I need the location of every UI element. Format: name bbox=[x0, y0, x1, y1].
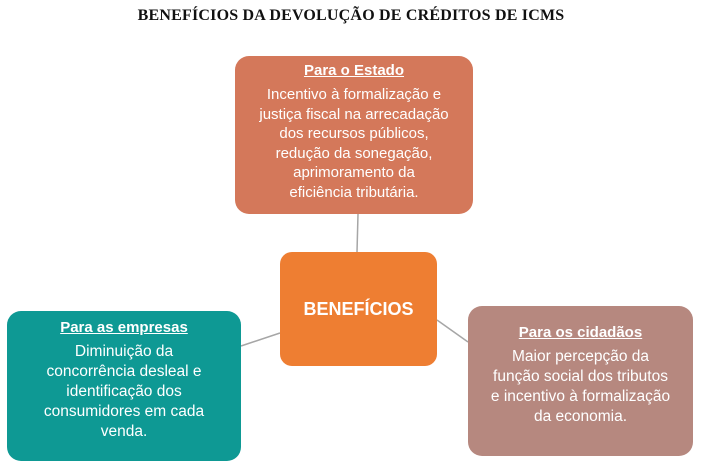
diagram-title: BENEFÍCIOS DA DEVOLUÇÃO DE CRÉDITOS DE I… bbox=[137, 7, 565, 24]
node-cidadaos-line: e incentivo à formalização bbox=[490, 388, 671, 405]
node-cidadaos-line: Maior percepção da bbox=[512, 348, 649, 365]
node-estado-line: dos recursos públicos, bbox=[279, 125, 429, 142]
node-empresas-line: concorrência desleal e bbox=[46, 363, 202, 380]
node-empresas-text: Diminuição da concorrência desleal e ide… bbox=[17, 342, 231, 442]
node-empresas-line: venda. bbox=[100, 423, 148, 440]
node-cidadaos-line: da economia. bbox=[533, 408, 628, 425]
node-estado-text: Incentivo à formalização e justiça fisca… bbox=[245, 85, 463, 202]
connector-center-estado bbox=[356, 213, 359, 253]
node-estado-heading: Para o Estado bbox=[303, 62, 405, 79]
node-estado-line: justiça fiscal na arrecadação bbox=[259, 105, 449, 123]
node-cidadaos-line: função social dos tributos bbox=[493, 368, 668, 385]
node-estado-line: redução da sonegação, bbox=[275, 144, 433, 162]
node-center: BENEFÍCIOS bbox=[280, 252, 437, 366]
node-center-label: BENEFÍCIOS bbox=[303, 298, 414, 319]
node-empresas-line: identificação dos bbox=[66, 383, 182, 400]
node-estado-line: eficiência tributária. bbox=[289, 183, 419, 201]
node-empresas-heading: Para as empresas bbox=[60, 319, 188, 336]
connector-center-empresas bbox=[240, 332, 281, 347]
node-cidadaos: Para os cidadãos Maior percepção da funç… bbox=[468, 306, 693, 456]
node-empresas-line: consumidores em cada bbox=[43, 403, 205, 420]
node-empresas-line: Diminuição da bbox=[74, 343, 174, 360]
node-estado: Para o Estado Incentivo à formalização e… bbox=[235, 56, 473, 214]
connector-center-cidadaos bbox=[436, 319, 469, 343]
node-cidadaos-text: Maior percepção da função social dos tri… bbox=[478, 347, 683, 427]
node-estado-line: Incentivo à formalização e bbox=[266, 86, 442, 103]
node-empresas: Para as empresas Diminuição da concorrên… bbox=[7, 311, 241, 461]
node-estado-line: aprimoramento da bbox=[293, 164, 415, 181]
node-cidadaos-heading: Para os cidadãos bbox=[518, 324, 643, 341]
